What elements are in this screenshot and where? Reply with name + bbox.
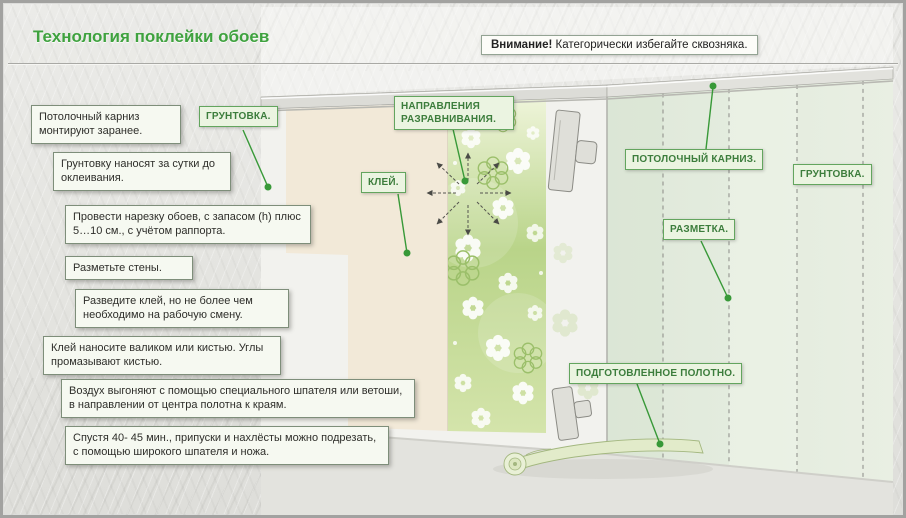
- floor: [261, 427, 893, 515]
- step-note-4: Разметьте стены.: [65, 256, 193, 281]
- smoothing-tool-bottom-icon: [551, 386, 593, 441]
- header-divider: [8, 63, 898, 65]
- pointer-lines: [242, 82, 732, 448]
- callout-marking: РАЗМЕТКА.: [663, 219, 736, 240]
- beige-wallpaper-panel: [286, 103, 448, 431]
- step-note-8: Спустя 40- 45 мин., припуски и нахлёсты …: [65, 426, 389, 465]
- smoothing-tool-top-icon: [547, 109, 598, 193]
- callout-primer-left: ГРУНТОВКА.: [199, 106, 278, 127]
- step-note-3: Провести нарезку обоев, с запасом (h) пл…: [65, 205, 311, 244]
- warning-text: Категорически избегайте сквозняка.: [552, 39, 748, 51]
- warning-emphasis: Внимание!: [491, 39, 553, 51]
- callout-ceiling-cornice: ПОТОЛОЧНЫЙ КАРНИЗ.: [625, 149, 764, 170]
- wallpaper-roll: [493, 438, 713, 479]
- warning-box: Внимание! Категорически избегайте сквозн…: [481, 35, 758, 55]
- step-note-1: Потолочный карниз монтируют заранее.: [31, 105, 181, 144]
- callout-smoothing-directions: НАПРАВЛЕНИЯ РАЗРАВНИВАНИЯ.: [394, 96, 514, 130]
- callout-prepared-sheet: ПОДГОТОВЛЕННОЕ ПОЛОТНО.: [569, 363, 743, 384]
- step-note-5: Разведите клей, но не более чем необходи…: [75, 289, 289, 328]
- right-wall: [607, 79, 893, 481]
- callout-glue: КЛЕЙ.: [361, 172, 406, 193]
- step-note-7: Воздух выгоняют с помощью специального ш…: [61, 379, 415, 418]
- room-illustration: [242, 7, 894, 515]
- floral-wallpaper-strip: [448, 99, 599, 433]
- step-note-2: Грунтовку наносят за сутки до оклеивания…: [53, 152, 231, 191]
- callout-primer-right: ГРУНТОВКА.: [793, 164, 872, 185]
- step-note-6: Клей наносите валиком или кистью. Углы п…: [43, 336, 281, 375]
- smoothing-direction-arrows: [426, 152, 512, 236]
- page-title: Технология поклейки обоев: [33, 27, 270, 46]
